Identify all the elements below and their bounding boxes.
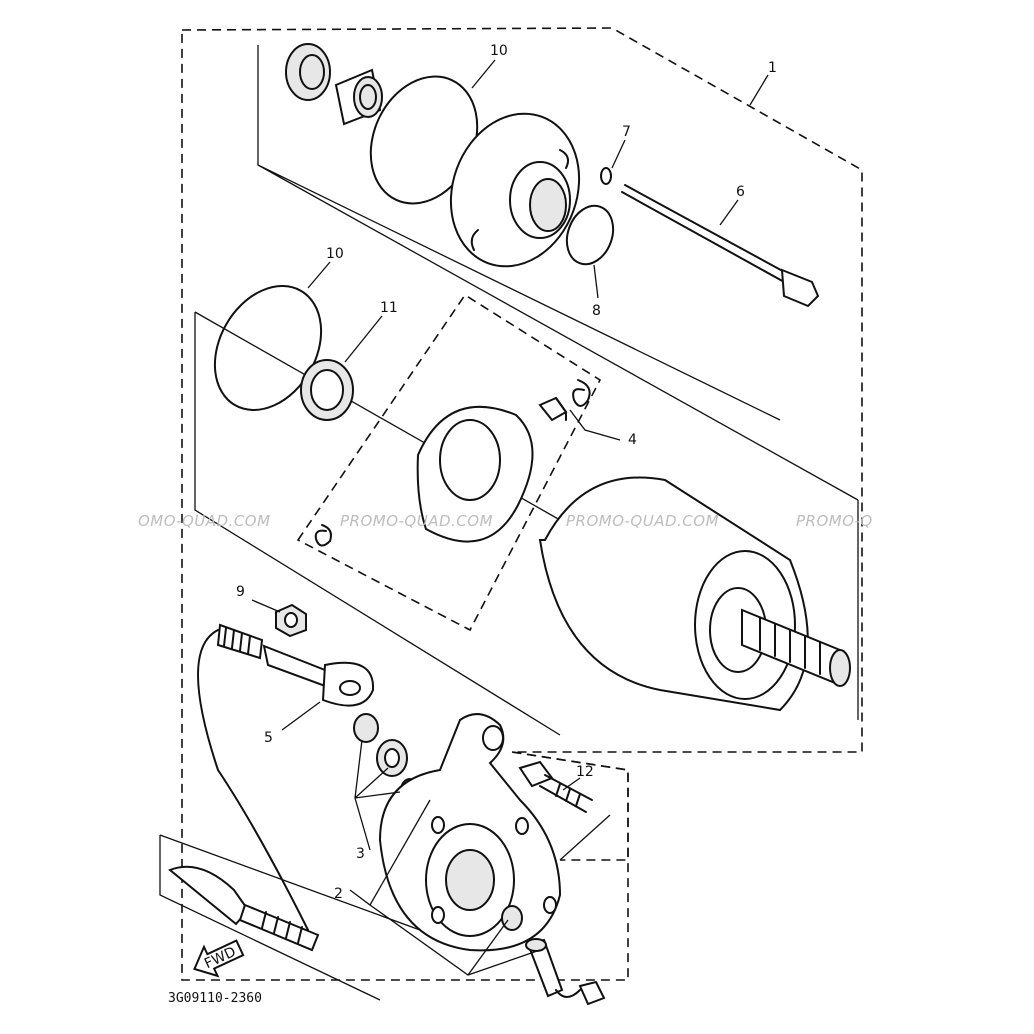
label-part-2: 2 bbox=[334, 886, 343, 902]
watermark: PROMO-QUAD.COM bbox=[340, 512, 493, 530]
brush-spring bbox=[572, 379, 591, 407]
label-part-10-upper: 10 bbox=[490, 43, 508, 59]
leader-11 bbox=[344, 315, 383, 363]
leader-3 bbox=[354, 739, 401, 851]
label-part-1: 1 bbox=[768, 60, 777, 76]
rear-bracket bbox=[378, 713, 562, 952]
label-part-4: 4 bbox=[628, 432, 637, 448]
through-bolt bbox=[621, 184, 820, 308]
lower-plane-lines bbox=[159, 814, 611, 1001]
terminal-bolt bbox=[525, 938, 564, 998]
leader-6 bbox=[719, 199, 739, 226]
bracket-bolt bbox=[518, 760, 593, 813]
label-part-11: 11 bbox=[380, 300, 398, 316]
leader-2 bbox=[349, 799, 541, 976]
leader-9 bbox=[251, 599, 281, 613]
oil-seal bbox=[285, 43, 331, 101]
o-ring-8 bbox=[565, 204, 615, 266]
watermark: PROMO-QUAD.COM bbox=[566, 512, 719, 530]
label-part-6: 6 bbox=[736, 184, 745, 200]
small-o-ring bbox=[600, 167, 612, 185]
label-part-12: 12 bbox=[576, 764, 594, 780]
terminal-brush bbox=[555, 980, 606, 1006]
diagram-code: 3G09110-2360 bbox=[168, 991, 262, 1006]
brush-holder-plate bbox=[416, 406, 534, 543]
inner-group-boundary bbox=[296, 293, 602, 632]
fwd-label: FWD bbox=[202, 944, 238, 972]
label-part-7: 7 bbox=[622, 124, 631, 140]
label-part-8: 8 bbox=[592, 303, 601, 319]
front-cover bbox=[449, 112, 581, 268]
assembly-boundary bbox=[181, 27, 863, 981]
leader-10b bbox=[307, 261, 331, 289]
label-part-5: 5 bbox=[264, 730, 273, 746]
lead-wire bbox=[197, 623, 375, 931]
leader-7 bbox=[611, 139, 626, 169]
brush bbox=[538, 396, 568, 422]
leader-4 bbox=[569, 409, 621, 441]
terminal-nut bbox=[501, 905, 523, 931]
fwd-arrow: FWD bbox=[193, 939, 245, 978]
bracket-group-boundary bbox=[511, 751, 629, 861]
washer-stack bbox=[376, 739, 408, 777]
leader-1 bbox=[749, 74, 769, 106]
leader-8 bbox=[593, 264, 599, 299]
lead-wire-lower bbox=[168, 865, 320, 952]
label-part-10-lower: 10 bbox=[326, 246, 344, 262]
label-part-9: 9 bbox=[236, 584, 245, 600]
leader-5 bbox=[281, 701, 321, 731]
washer bbox=[300, 359, 354, 421]
upper-plane-lines bbox=[257, 45, 859, 720]
leader-10a bbox=[471, 59, 496, 89]
watermark: OMO-QUAD.COM bbox=[138, 512, 271, 530]
brush-clip bbox=[314, 524, 332, 547]
watermark: PROMO-Q bbox=[796, 512, 873, 530]
armature-shaft bbox=[741, 608, 851, 687]
needle-bearing bbox=[334, 68, 383, 126]
label-part-3: 3 bbox=[356, 846, 365, 862]
leader-12 bbox=[562, 777, 581, 791]
dust-seal bbox=[353, 713, 379, 743]
nut bbox=[275, 603, 307, 638]
